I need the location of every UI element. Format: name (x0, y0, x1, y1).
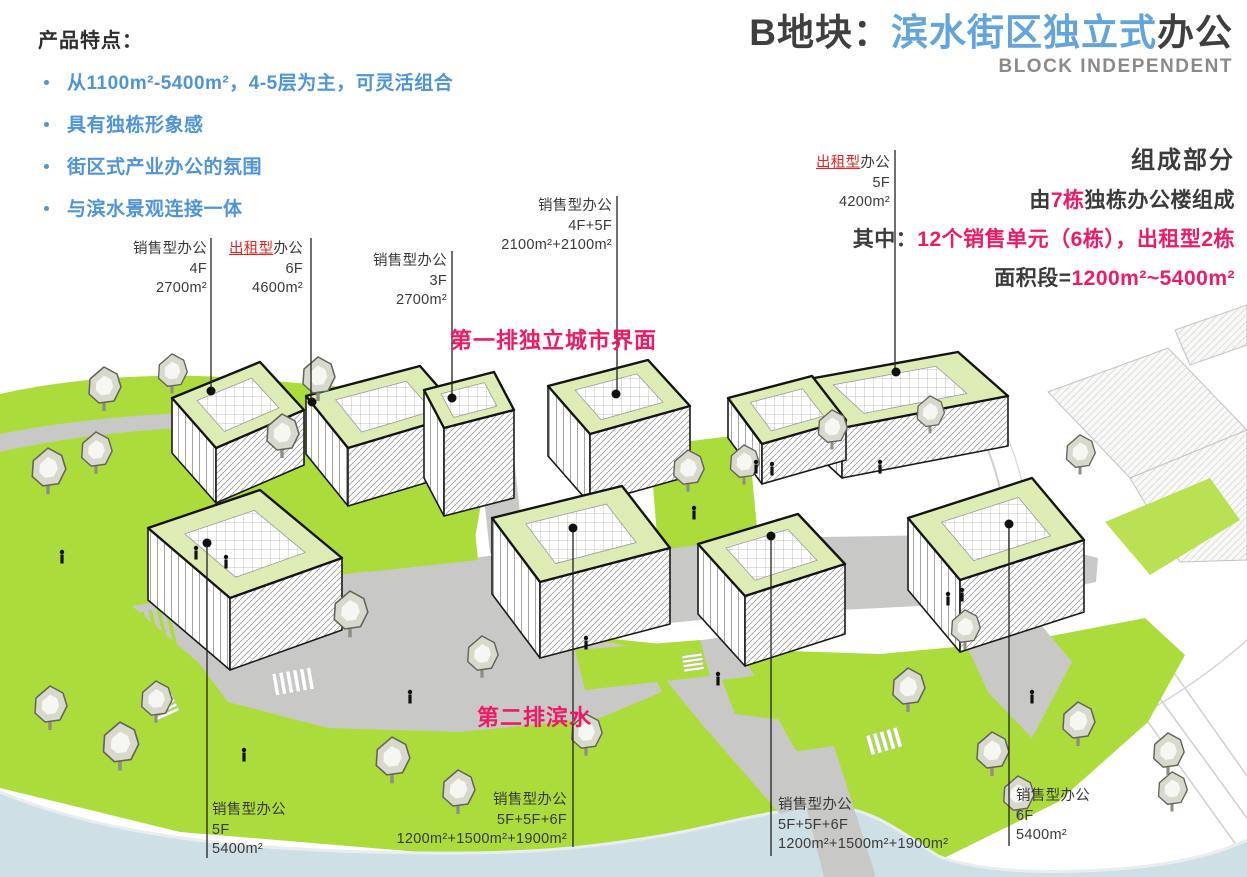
building-label: 出租型办公 5F 4200m² (815, 155, 890, 211)
shoreline (0, 790, 1247, 873)
title-highlight: 滨水街区独立式 (891, 12, 1157, 53)
title-prefix: B地块： (749, 12, 891, 53)
composition-line-1: 由7栋独栋办公楼组成 (1029, 189, 1235, 212)
annotation-first-row: 第一排独立城市界面 (450, 328, 658, 353)
building-label: 销售型办公 5F+5F+6F 1200m²+1500m²+1900m² (778, 797, 949, 853)
bullet-icon (44, 164, 49, 169)
features-heading: 产品特点： (38, 30, 143, 52)
composition-line-2: 其中：12个销售单元（6栋），出租型2栋 (852, 228, 1235, 251)
feature-text: 街区式产业办公的氛围 (67, 157, 263, 178)
building-label: 销售型办公 5F 5400m² (212, 802, 286, 858)
feature-item: 具有独栋形象感 (38, 110, 598, 137)
feature-text: 与滨水景观连接一体 (67, 199, 243, 220)
composition-line-3: 面积段=1200m²~5400m² (994, 267, 1235, 290)
title-suffix: 办公 (1157, 12, 1233, 53)
slide-title-block: B地块：滨水街区独立式办公 BLOCK INDEPENDENT (749, 10, 1233, 78)
leader-lines (202, 150, 1014, 858)
building-label: 销售型办公 4F 2700m² (133, 241, 207, 297)
building-label: 销售型办公 5F+5F+6F 1200m²+1500m²+1900m² (396, 792, 567, 848)
feature-item: 街区式产业办公的氛围 (38, 152, 598, 179)
feature-item: 从1100m²-5400m²，4-5层为主，可灵活组合 (38, 68, 598, 95)
page-subtitle: BLOCK INDEPENDENT (998, 56, 1233, 78)
feature-item: 与滨水景观连接一体 (38, 194, 598, 221)
people-silhouettes (59, 459, 1035, 762)
building-label: 销售型办公 3F 2700m² (373, 253, 447, 309)
product-features: 产品特点： 从1100m²-5400m²，4-5层为主，可灵活组合 具有独栋形象… (38, 24, 598, 221)
building-label: 出租型办公 6F 4600m² (228, 241, 303, 297)
office-buildings (146, 350, 1086, 671)
building-label: 销售型办公 4F+5F 2100m²+2100m² (501, 198, 612, 254)
composition-heading: 组成部分 (1131, 147, 1235, 174)
bullet-icon (44, 80, 49, 85)
feature-text: 从1100m²-5400m²，4-5层为主，可灵活组合 (67, 73, 454, 94)
composition-block: 组成部分 由7栋独栋办公楼组成 其中：12个销售单元（6栋），出租型2栋 面积段… (853, 140, 1235, 292)
building-label: 销售型办公 6F 5400m² (1016, 788, 1090, 844)
page-title: B地块：滨水街区独立式办公 (749, 10, 1233, 56)
bullet-icon (44, 206, 49, 211)
bullet-icon (44, 122, 49, 127)
annotation-second-row: 第二排滨水 (477, 705, 593, 730)
trees (31, 353, 1188, 818)
green-stripes-detail (140, 605, 182, 671)
feature-text: 具有独栋形象感 (67, 115, 204, 136)
